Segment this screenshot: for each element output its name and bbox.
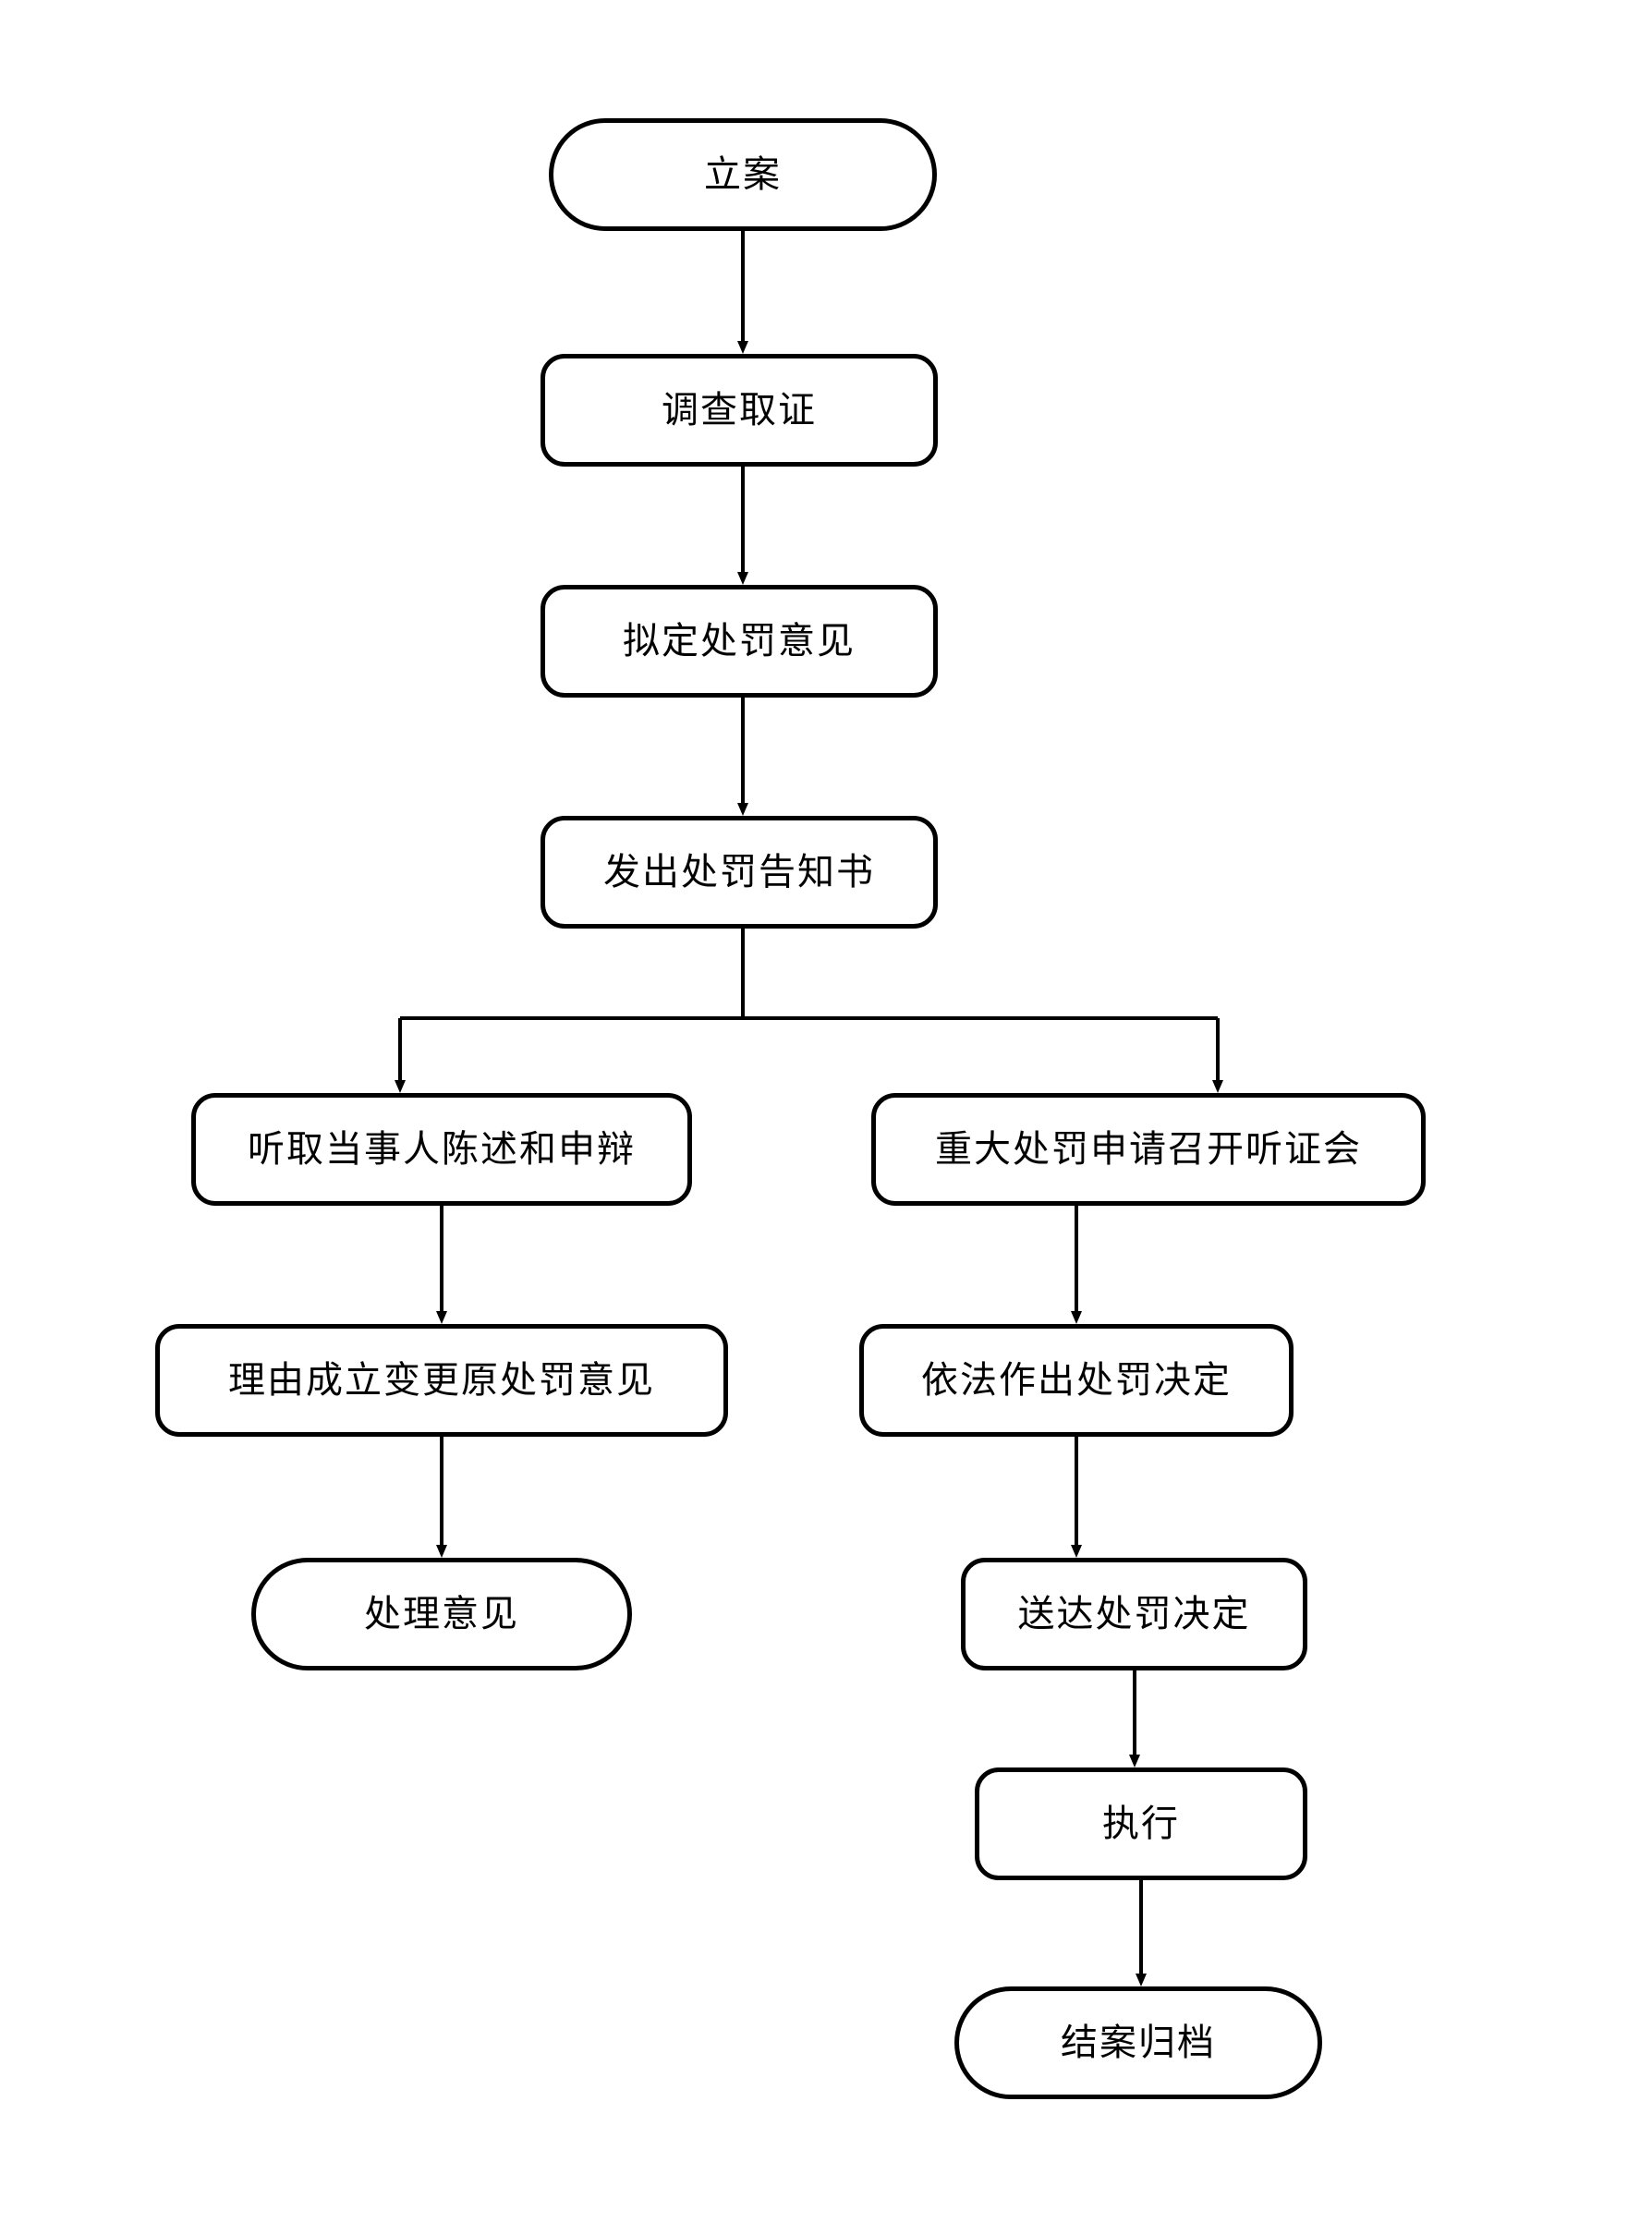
node-liyou-chengli-biangeng-yuan-chufa-yijian[interactable]: 理由成立变更原处罚意见 [155, 1324, 728, 1437]
node-label: 调查取证 [662, 389, 817, 431]
node-label: 拟定处罚意见 [623, 620, 856, 662]
node-jiean-guidang[interactable]: 结案归档 [954, 1986, 1322, 2099]
node-label: 立案 [704, 153, 782, 195]
node-label: 结案归档 [1061, 2022, 1216, 2063]
node-label: 重大处罚申请召开听证会 [935, 1128, 1362, 1170]
node-tingqu-dangshiren-chenshu-shenbian[interactable]: 听取当事人陈述和申辩 [191, 1093, 692, 1206]
node-label: 依法作出处罚决定 [921, 1359, 1232, 1401]
node-label: 理由成立变更原处罚意见 [228, 1359, 655, 1401]
node-chuli-yijian[interactable]: 处理意见 [251, 1558, 632, 1670]
node-yifa-zuochu-chufa-jueding[interactable]: 依法作出处罚决定 [859, 1324, 1294, 1437]
node-diaocha-quzheng[interactable]: 调查取证 [541, 354, 938, 467]
node-label: 听取当事人陈述和申辩 [248, 1128, 636, 1170]
node-fachu-chufa-gaozhishu[interactable]: 发出处罚告知书 [541, 816, 938, 929]
node-label: 处理意见 [364, 1593, 519, 1634]
node-zhixing[interactable]: 执行 [975, 1767, 1307, 1880]
node-label: 发出处罚告知书 [603, 851, 875, 893]
node-lian[interactable]: 立案 [549, 118, 937, 231]
node-niding-chufa-yijian[interactable]: 拟定处罚意见 [541, 585, 938, 698]
node-label: 执行 [1102, 1803, 1180, 1844]
node-songda-chufa-jueding[interactable]: 送达处罚决定 [961, 1558, 1307, 1670]
node-label: 送达处罚决定 [1017, 1593, 1251, 1634]
node-zhongda-chufa-shenqing-tingzhenghui[interactable]: 重大处罚申请召开听证会 [871, 1093, 1426, 1206]
